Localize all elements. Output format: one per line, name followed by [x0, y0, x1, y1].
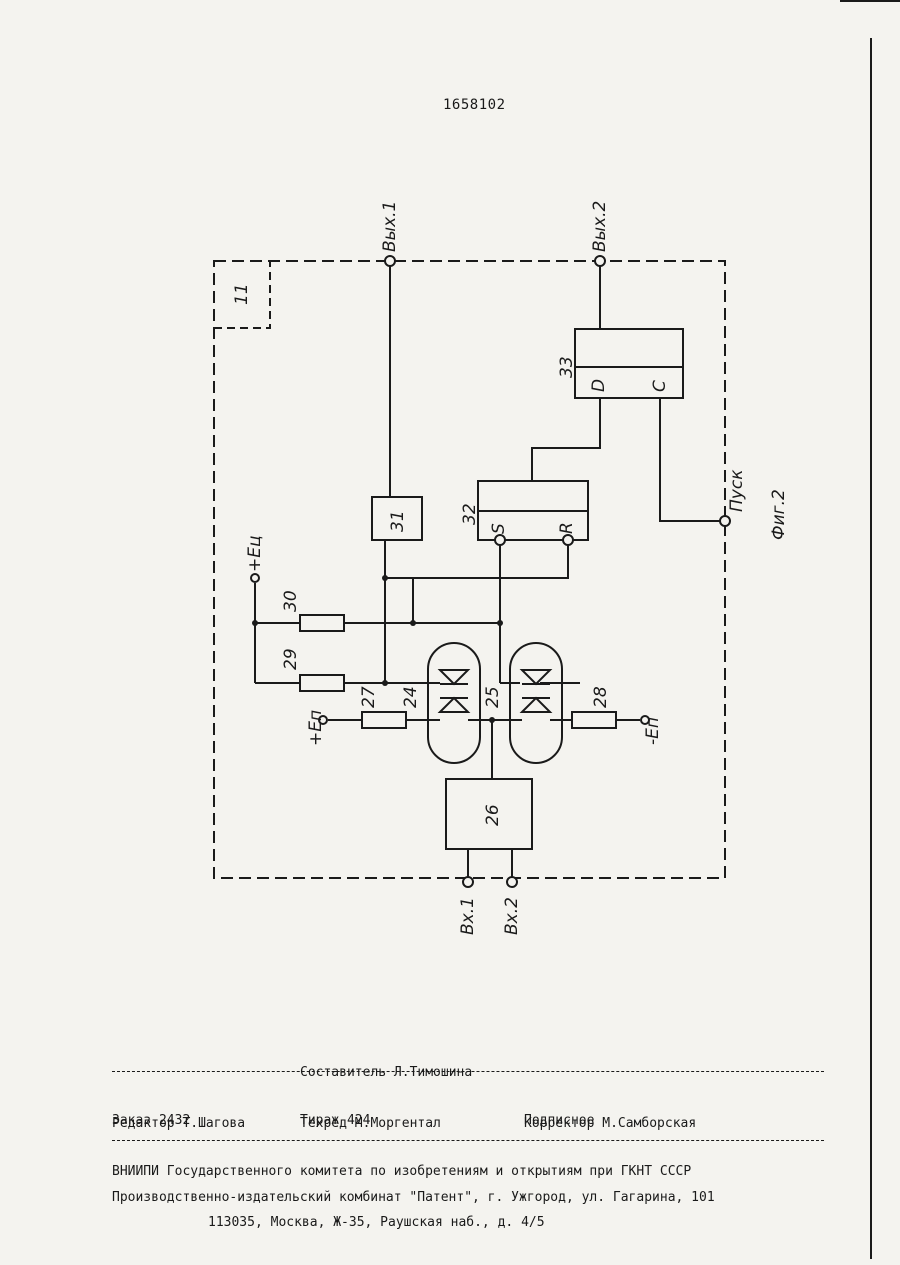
optocoupler-24 — [428, 643, 480, 763]
label-figure: Фиг.2 — [769, 489, 789, 540]
wire-32-to-d — [532, 398, 600, 481]
label-r28: 28 — [591, 686, 611, 708]
circulation: Тираж 424 — [300, 1112, 370, 1129]
label-r27: 27 — [359, 686, 379, 708]
terminal-out1 — [385, 256, 395, 266]
terminal-start — [720, 516, 730, 526]
order: Заказ 2432 — [112, 1112, 190, 1129]
label-block-31: 31 — [388, 510, 408, 532]
label-in1: Вх.1 — [458, 897, 478, 935]
label-block-33-c: C — [650, 380, 670, 392]
terminal-r — [563, 535, 573, 545]
terminal-in2 — [507, 877, 517, 887]
wire-c-to-start — [660, 398, 720, 521]
publisher: Производственно-издательский комбинат "П… — [112, 1189, 715, 1206]
label-start: Пуск — [727, 469, 747, 512]
optocoupler-25 — [510, 643, 562, 763]
label-block-26: 26 — [483, 804, 503, 826]
publisher-block: Производственно-издательский комбинат "П… — [112, 1155, 832, 1240]
terminal-out2 — [595, 256, 605, 266]
label-ec: +Eц — [245, 535, 265, 572]
terminal-ec — [251, 574, 259, 582]
label-block-33: 33 — [557, 356, 577, 378]
label-r30: 30 — [281, 590, 301, 612]
device-boundary — [214, 261, 725, 878]
resistor-30 — [300, 615, 344, 631]
label-ep-plus: +Eп — [306, 710, 326, 746]
divider — [112, 1140, 824, 1141]
subscription: Подписное — [524, 1112, 594, 1129]
label-block-33-d: D — [589, 379, 609, 392]
circuit-diagram: Вых.1 Вых.2 Пуск Фиг.2 +Eц +Eп -Eп Вх.1 … — [0, 0, 900, 1000]
label-out1: Вых.1 — [380, 201, 400, 252]
label-block-32-s: S — [489, 523, 509, 534]
resistor-27 — [362, 712, 406, 728]
label-block-32-r: R — [557, 522, 577, 534]
label-r29: 29 — [281, 648, 301, 670]
resistor-29 — [300, 675, 344, 691]
label-block-11: 11 — [232, 283, 252, 305]
label-in2: Вх.2 — [502, 897, 522, 935]
divider — [112, 1071, 824, 1072]
wire-r-input — [385, 545, 568, 578]
label-oc25: 25 — [483, 686, 503, 708]
label-out2: Вых.2 — [590, 201, 610, 252]
label-ep-minus: -Eп — [643, 717, 663, 745]
resistor-28 — [572, 712, 616, 728]
terminal-in1 — [463, 877, 473, 887]
terminal-s — [495, 535, 505, 545]
label-oc24: 24 — [401, 686, 421, 708]
label-block-32: 32 — [460, 503, 480, 525]
